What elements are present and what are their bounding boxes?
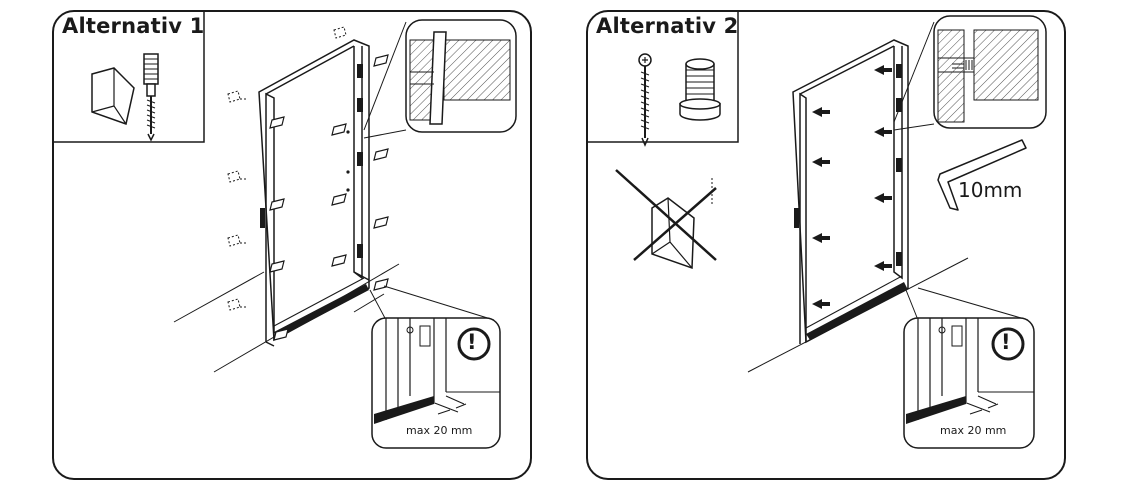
hex-key-icon [937, 139, 1027, 211]
warning-symbol: ! [467, 330, 477, 354]
alternative-1-title: Alternativ 1 [62, 14, 205, 38]
wedge-detail-callout [405, 19, 517, 133]
max-gap-label: max 20 mm [940, 424, 1007, 437]
max-gap-label: max 20 mm [406, 424, 473, 437]
screw-detail-callout [933, 15, 1047, 129]
adjustment-sleeve-icon [679, 58, 721, 121]
door-frame [792, 39, 909, 344]
no-wedge-icon [615, 169, 717, 270]
door-frame [258, 39, 370, 347]
alternative-1-panel: Alternativ 1 max 20 mm ! [52, 10, 532, 480]
alternative-2-panel: Alternativ 2 10mm max 20 mm ! [586, 10, 1066, 480]
warning-icon [991, 327, 1025, 361]
warning-icon [457, 327, 491, 361]
parts-inset-frame [54, 12, 205, 143]
frame-screw-icon [638, 53, 652, 147]
wedges [269, 54, 389, 341]
hex-key-size-label: 10mm [958, 178, 1023, 202]
screw-position-arrows [812, 65, 892, 309]
alternative-1-drawing [54, 12, 517, 449]
wedge-icon [91, 67, 135, 125]
warning-symbol: ! [1001, 330, 1011, 354]
wall-wedge-positions [227, 26, 347, 311]
anchor-screw-icon [143, 53, 159, 142]
alternative-2-drawing [588, 12, 1047, 449]
parts-inset-frame [588, 12, 739, 143]
alternative-2-title: Alternativ 2 [596, 14, 739, 38]
